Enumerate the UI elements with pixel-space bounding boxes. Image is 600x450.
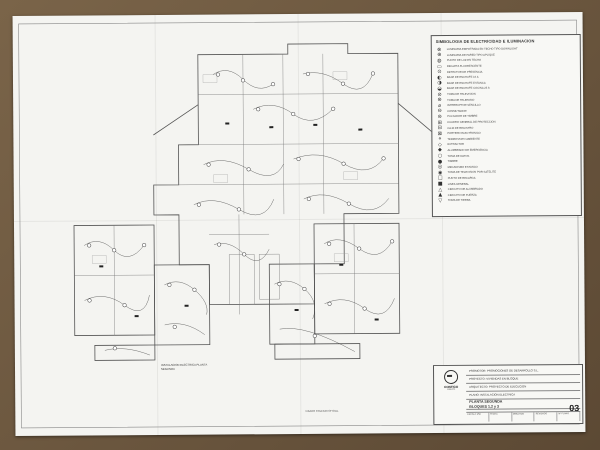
- legend-item-label: CAJA DE REGISTRO: [447, 126, 474, 130]
- legend-item-label: TOMA DE DATOS: [447, 154, 470, 158]
- legend-item-label: TOMA DE TELEVISION: [447, 92, 476, 97]
- logo-mark-icon: [444, 369, 459, 384]
- legend-item-label: BASE DE ENCHUFE COCINA 25 A: [447, 87, 490, 91]
- logo-tag: GRUPO: [447, 388, 456, 391]
- blueprint-sheet: SIMBOLOGIA DE ELECTRICIDAD E ILUMINACION…: [12, 12, 586, 436]
- legend-item-label: TIMBRE: [447, 160, 458, 164]
- legend-item-label: LINEA GENERAL: [447, 182, 469, 186]
- footer-cell: FECHA: [489, 412, 512, 422]
- legend-item-label: PORTERO ELECTRONICO: [447, 131, 481, 136]
- plan-subtitle: BLOQUES 1,2 y 3: [469, 404, 500, 409]
- legend-item-label: CUADRO GENERAL DE PROTECCION: [447, 120, 496, 124]
- legend-item: ▽ TOMA DE TIERRA: [437, 197, 581, 204]
- legend-item-label: EXTRACTOR: [447, 143, 464, 147]
- title-block-rows: PROMOTOR: PROMOCIONES DE DESARROLLO S.L.…: [466, 367, 581, 410]
- legend-item-label: DETECTOR DE PRESENCIA: [446, 70, 483, 74]
- legend-item-label: PUNTO DE LUZ EN TECHO: [446, 59, 482, 63]
- legend-item-label: TERMOSTATO AMBIENTE: [447, 137, 480, 141]
- legend-item-label: MECANISMO ESTANCO: [447, 165, 478, 169]
- legend-item-label: LUMINARIA EMPOTRADA EN TECHO TIPO DOWNLI…: [446, 47, 518, 52]
- legend-panel: SIMBOLOGIA DE ELECTRICIDAD E ILUMINACION…: [430, 34, 582, 218]
- legend-list: ⊗LUMINARIA EMPOTRADA EN TECHO TIPO DOWNL…: [432, 46, 581, 204]
- legend-item-label: LUMINARIA DE PARED TIPO APLIQUE: [446, 53, 495, 57]
- legend-item-label: BASE DE ENCHUFE 16 A: [446, 76, 479, 80]
- legend-item-label: TOMA DE TIERRA: [447, 199, 471, 203]
- title-block-footer: ESCALA 1/50 FECHA DIBUJADO REVISADO Nº P…: [466, 411, 581, 422]
- footer-cell: REVISADO: [534, 412, 558, 422]
- legend-item-label: PULSADOR DE TIMBRE: [447, 115, 478, 119]
- title-block: CONTIGO GRUPO PROMOTOR: PROMOCIONES DE D…: [432, 364, 584, 426]
- legend-item-label: TOMA DE TELEVISION POR SATELITE: [447, 170, 497, 175]
- plan-title-row: PLANTA SEGUNDA BLOQUES 1,2 y 3: [466, 399, 581, 410]
- legend-item-label: REGLETA FLUORESCENTE: [446, 64, 482, 69]
- legend-item-label: TOMA DE TELEFONO: [447, 98, 475, 102]
- legend-title: SIMBOLOGIA DE ELECTRICIDAD E ILUMINACION: [435, 38, 535, 45]
- legend-item-label: BASE DE ENCHUFE ESTANCA: [447, 81, 486, 85]
- plan-note: INSTALACION ELECTRICA PLANTA SEGUNDA: [160, 362, 208, 371]
- legend-item-label: ALUMBRADO DE EMERGENCIA: [447, 148, 488, 152]
- stamp-note: VISADO COLEGIO OFICIAL: [305, 409, 339, 413]
- footer-cell: Nº PLANO: [557, 412, 581, 422]
- legend-item-label: CIRCUITO DE FUERZA: [447, 193, 477, 197]
- company-logo: CONTIGO GRUPO: [438, 369, 464, 392]
- legend-symbol-icon: ▽: [438, 197, 443, 204]
- footer-cell: ESCALA 1/50: [466, 412, 490, 422]
- legend-item-label: INTERRUPTOR SENCILLO: [447, 103, 481, 108]
- legend-item-label: CIRCUITO DE ALUMBRADO: [447, 187, 483, 192]
- floor-plan-drawing: [18, 19, 580, 429]
- legend-item-label: CONMUTADOR: [447, 109, 467, 113]
- legend-item-label: PUNTO DE RECARGA: [447, 176, 476, 180]
- footer-cell: DIBUJADO: [511, 412, 535, 422]
